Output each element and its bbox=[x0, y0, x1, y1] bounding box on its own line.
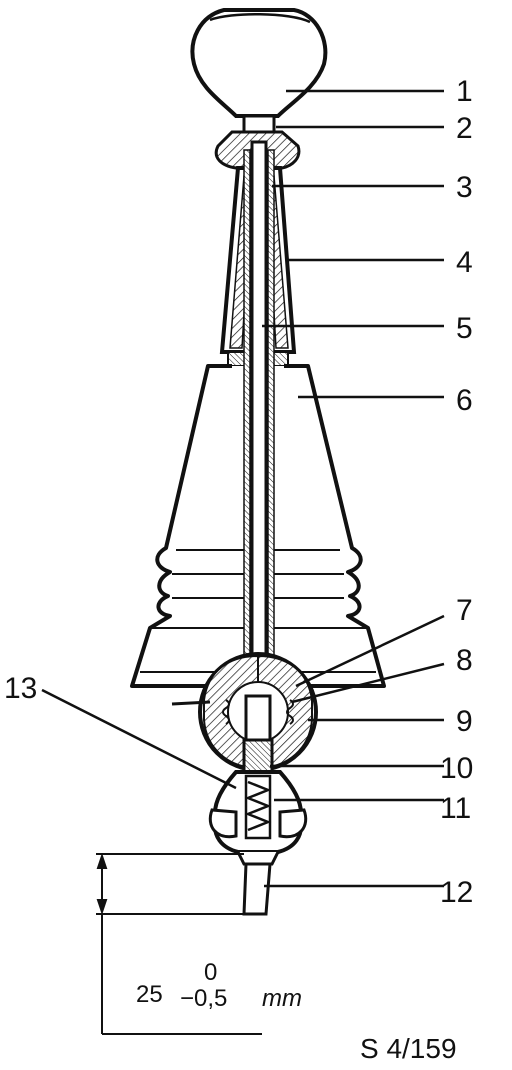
dimension-annotation: 25 0 −0,5 mm bbox=[136, 959, 302, 1012]
callout-6: 6 bbox=[456, 384, 473, 417]
callout-12: 12 bbox=[440, 876, 473, 909]
dimension-nominal: 25 bbox=[136, 981, 163, 1008]
leader-lines bbox=[41, 89, 445, 888]
callout-11: 11 bbox=[440, 792, 471, 825]
lever-shaft bbox=[243, 140, 275, 711]
callout-7: 7 bbox=[456, 594, 473, 627]
dimension-lines bbox=[96, 852, 262, 1035]
callout-3: 3 bbox=[456, 171, 473, 204]
lever-end-pin bbox=[242, 862, 272, 916]
shift-knob bbox=[190, 8, 328, 144]
callout-9: 9 bbox=[456, 705, 473, 738]
callout-5: 5 bbox=[456, 312, 473, 345]
callout-10: 10 bbox=[440, 752, 473, 785]
callout-1: 1 bbox=[456, 75, 473, 108]
callout-8: 8 bbox=[456, 644, 473, 677]
dimension-lower-tolerance: −0,5 bbox=[180, 985, 227, 1012]
callout-2: 2 bbox=[456, 112, 473, 145]
callout-labels: 1 2 3 4 5 6 7 8 9 10 11 12 13 bbox=[4, 75, 473, 909]
callout-13: 13 bbox=[4, 672, 37, 705]
dimension-unit: mm bbox=[262, 985, 302, 1012]
dimension-upper-tolerance: 0 bbox=[204, 959, 217, 986]
callout-4: 4 bbox=[456, 246, 473, 279]
lower-lever-section bbox=[208, 738, 308, 866]
figure-reference: S 4/159 bbox=[360, 1033, 457, 1064]
